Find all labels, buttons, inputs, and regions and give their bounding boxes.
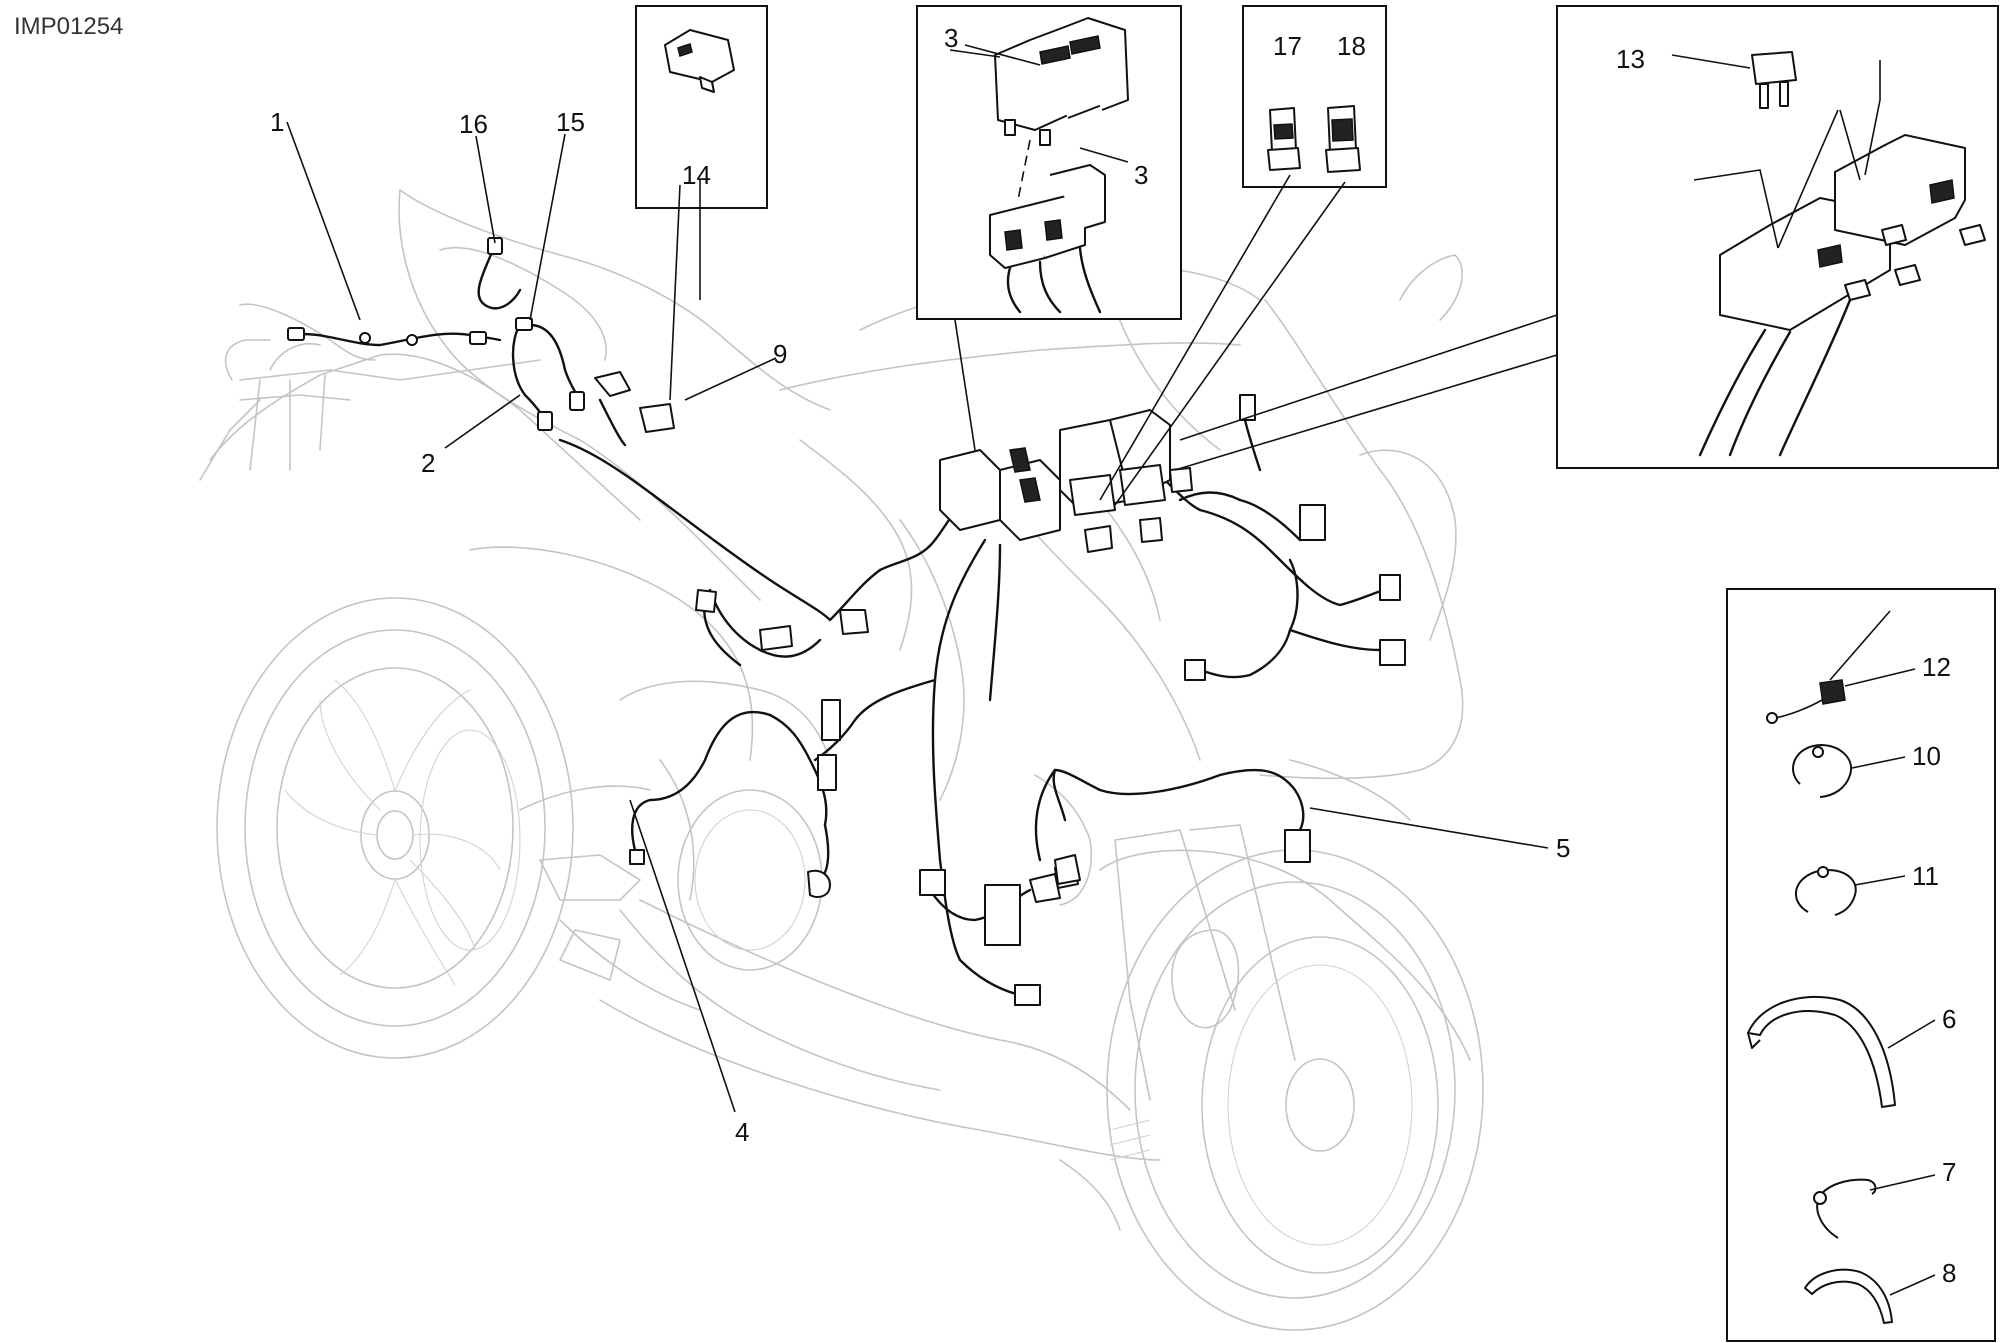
- callout-17: 17: [1273, 31, 1302, 61]
- callout-labels: 1 16 15 2 14 9 3 3 17 18 13 12 10 11 6 7…: [270, 23, 1956, 1288]
- relay-pair-inset: [1698, 134, 1986, 457]
- motorcycle-outline: [199, 189, 1484, 1331]
- leader-lines: [286, 44, 1936, 1296]
- cable-tie-12: [1766, 610, 1891, 724]
- callout-14: 14: [682, 160, 711, 190]
- tail-frame: [224, 339, 621, 981]
- callout-7: 7: [1942, 1157, 1956, 1187]
- rear-wheel: [216, 597, 574, 1059]
- callout-2: 2: [421, 448, 435, 478]
- relay-14: [664, 29, 735, 93]
- strap-6: [1747, 995, 1896, 1108]
- fuse-17: [1267, 107, 1301, 171]
- accessory-box: [1726, 588, 1996, 1342]
- callout-10: 10: [1912, 741, 1941, 771]
- callout-18: 18: [1337, 31, 1366, 61]
- callout-12: 12: [1922, 652, 1951, 682]
- wiring-harness: [287, 237, 1406, 1006]
- clip-7: [1813, 1178, 1877, 1239]
- strap-8: [1804, 1268, 1893, 1324]
- callout-5: 5: [1556, 833, 1570, 863]
- callout-16: 16: [459, 109, 488, 139]
- front-wheel: [1099, 824, 1484, 1331]
- relay-group-3: [989, 17, 1129, 314]
- callout-8: 8: [1942, 1258, 1956, 1288]
- inset-parts-17-18: [1242, 5, 1387, 188]
- fuse-18: [1325, 105, 1361, 173]
- callout-9: 9: [773, 339, 787, 369]
- clip-11: [1794, 866, 1857, 916]
- drawing-code: IMP01254: [14, 13, 123, 40]
- callout-3-top: 3: [944, 23, 958, 53]
- callout-1: 1: [270, 107, 284, 137]
- clip-10: [1792, 744, 1853, 798]
- callout-6: 6: [1942, 1004, 1956, 1034]
- fuse-box-on-bike: [939, 409, 1193, 553]
- callout-4: 4: [735, 1117, 749, 1147]
- callout-11: 11: [1912, 861, 1939, 891]
- callout-3-bottom: 3: [1134, 160, 1148, 190]
- callout-13: 13: [1616, 44, 1645, 74]
- callout-15: 15: [556, 107, 585, 137]
- fuse-13: [1751, 51, 1797, 109]
